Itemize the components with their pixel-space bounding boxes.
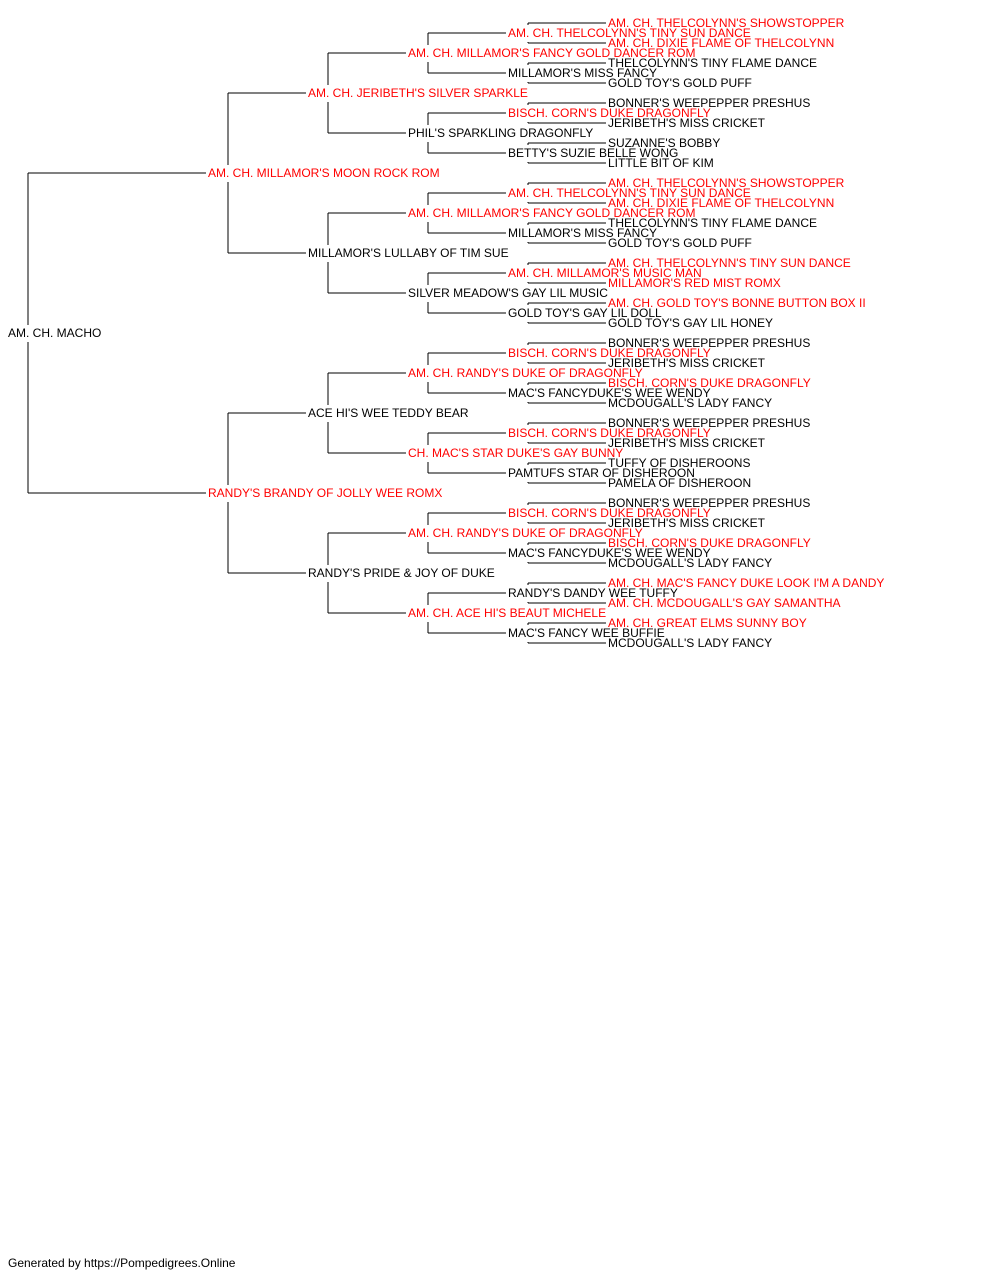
ancestor-name-gen4: AM. CH. THELCOLYNN'S TINY SUN DANCE xyxy=(508,26,751,40)
ancestor-name-gen1: AM. CH. MILLAMOR'S MOON ROCK ROM xyxy=(208,166,440,180)
ancestor-name-gen5: AM. CH. THELCOLYNN'S TINY SUN DANCE xyxy=(608,256,851,270)
ancestor-name-gen3: AM. CH. MILLAMOR'S FANCY GOLD DANCER ROM xyxy=(408,46,695,60)
ancestor-name-gen5: THELCOLYNN'S TINY FLAME DANCE xyxy=(608,216,817,230)
ancestor-name-gen5: MILLAMOR'S RED MIST ROMX xyxy=(608,276,781,290)
ancestor-name-gen4: PAMTUFS STAR OF DISHEROON xyxy=(508,466,695,480)
ancestor-name-gen5: JERIBETH'S MISS CRICKET xyxy=(608,356,766,370)
ancestor-name-gen4: RANDY'S DANDY WEE TUFFY xyxy=(508,586,678,600)
ancestor-name-gen2: RANDY'S PRIDE & JOY OF DUKE xyxy=(308,566,495,580)
ancestor-name-gen4: BISCH. CORN'S DUKE DRAGONFLY xyxy=(508,426,711,440)
ancestor-name-gen5: AM. CH. DIXIE FLAME OF THELCOLYNN xyxy=(608,196,834,210)
ancestor-name-gen5: AM. CH. GREAT ELMS SUNNY BOY xyxy=(608,616,807,630)
ancestor-name-gen4: BISCH. CORN'S DUKE DRAGONFLY xyxy=(508,106,711,120)
ancestor-name-gen5: MCDOUGALL'S LADY FANCY xyxy=(608,636,772,650)
ancestor-name-gen1: RANDY'S BRANDY OF JOLLY WEE ROMX xyxy=(208,486,442,500)
ancestor-name-gen5: BONNER'S WEEPEPPER PRESHUS xyxy=(608,496,810,510)
ancestor-name-gen5: BISCH. CORN'S DUKE DRAGONFLY xyxy=(608,536,811,550)
ancestor-name-gen5: JERIBETH'S MISS CRICKET xyxy=(608,436,766,450)
ancestor-name-gen4: BISCH. CORN'S DUKE DRAGONFLY xyxy=(508,346,711,360)
ancestor-name-gen3: PHIL'S SPARKLING DRAGONFLY xyxy=(408,126,593,140)
ancestor-name-gen3: SILVER MEADOW'S GAY LIL MUSIC xyxy=(408,286,608,300)
ancestor-name-gen5: GOLD TOY'S GOLD PUFF xyxy=(608,76,752,90)
ancestor-name-gen4: MILLAMOR'S MISS FANCY xyxy=(508,226,657,240)
ancestor-name-gen5: AM. CH. DIXIE FLAME OF THELCOLYNN xyxy=(608,36,834,50)
ancestor-name-gen3: AM. CH. MILLAMOR'S FANCY GOLD DANCER ROM xyxy=(408,206,695,220)
ancestor-name-gen4: GOLD TOY'S GAY LIL DOLL xyxy=(508,306,662,320)
ancestor-name-gen5: TUFFY OF DISHEROONS xyxy=(608,456,750,470)
ancestor-name-gen5: PAMELA OF DISHEROON xyxy=(608,476,751,490)
ancestor-name-gen5: GOLD TOY'S GOLD PUFF xyxy=(608,236,752,250)
ancestor-name-gen0: AM. CH. MACHO xyxy=(8,326,101,340)
ancestor-name-gen5: SUZANNE'S BOBBY xyxy=(608,136,720,150)
ancestor-name-gen4: MAC'S FANCYDUKE'S WEE WENDY xyxy=(508,386,711,400)
ancestor-name-gen3: CH. MAC'S STAR DUKE'S GAY BUNNY xyxy=(408,446,623,460)
ancestor-name-gen4: BETTY'S SUZIE BELLE WONG xyxy=(508,146,678,160)
ancestor-name-gen4: MILLAMOR'S MISS FANCY xyxy=(508,66,657,80)
ancestor-name-gen5: MCDOUGALL'S LADY FANCY xyxy=(608,396,772,410)
ancestor-name-gen2: MILLAMOR'S LULLABY OF TIM SUE xyxy=(308,246,509,260)
ancestor-name-gen5: AM. CH. MAC'S FANCY DUKE LOOK I'M A DAND… xyxy=(608,576,884,590)
ancestor-name-gen4: AM. CH. THELCOLYNN'S TINY SUN DANCE xyxy=(508,186,751,200)
ancestor-name-gen5: JERIBETH'S MISS CRICKET xyxy=(608,116,766,130)
ancestor-name-gen5: BONNER'S WEEPEPPER PRESHUS xyxy=(608,96,810,110)
ancestor-name-gen5: JERIBETH'S MISS CRICKET xyxy=(608,516,766,530)
ancestor-name-gen3: AM. CH. RANDY'S DUKE OF DRAGONFLY xyxy=(408,526,643,540)
ancestor-name-gen2: AM. CH. JERIBETH'S SILVER SPARKLE xyxy=(308,86,528,100)
ancestor-name-gen3: AM. CH. RANDY'S DUKE OF DRAGONFLY xyxy=(408,366,643,380)
ancestor-name-gen5: AM. CH. MCDOUGALL'S GAY SAMANTHA xyxy=(608,596,841,610)
ancestor-name-gen4: MAC'S FANCY WEE BUFFIE xyxy=(508,626,665,640)
ancestor-name-gen5: BONNER'S WEEPEPPER PRESHUS xyxy=(608,336,810,350)
ancestor-name-gen4: MAC'S FANCYDUKE'S WEE WENDY xyxy=(508,546,711,560)
ancestor-name-gen5: AM. CH. GOLD TOY'S BONNE BUTTON BOX II xyxy=(608,296,866,310)
ancestor-name-gen5: AM. CH. THELCOLYNN'S SHOWSTOPPER xyxy=(608,176,845,190)
ancestor-name-gen5: GOLD TOY'S GAY LIL HONEY xyxy=(608,316,773,330)
ancestor-name-gen5: MCDOUGALL'S LADY FANCY xyxy=(608,556,772,570)
ancestor-name-gen5: AM. CH. THELCOLYNN'S SHOWSTOPPER xyxy=(608,16,845,30)
ancestor-name-gen3: AM. CH. ACE HI'S BEAUT MICHELE xyxy=(408,606,606,620)
ancestor-name-gen4: BISCH. CORN'S DUKE DRAGONFLY xyxy=(508,506,711,520)
ancestor-name-gen5: BONNER'S WEEPEPPER PRESHUS xyxy=(608,416,810,430)
ancestor-name-gen5: THELCOLYNN'S TINY FLAME DANCE xyxy=(608,56,817,70)
ancestor-name-gen5: LITTLE BIT OF KIM xyxy=(608,156,714,170)
footer-credit: Generated by https://Pompedigrees.Online xyxy=(8,1256,236,1270)
ancestor-name-gen5: BISCH. CORN'S DUKE DRAGONFLY xyxy=(608,376,811,390)
ancestor-name-gen2: ACE HI'S WEE TEDDY BEAR xyxy=(308,406,469,420)
ancestor-name-gen4: AM. CH. MILLAMOR'S MUSIC MAN xyxy=(508,266,702,280)
